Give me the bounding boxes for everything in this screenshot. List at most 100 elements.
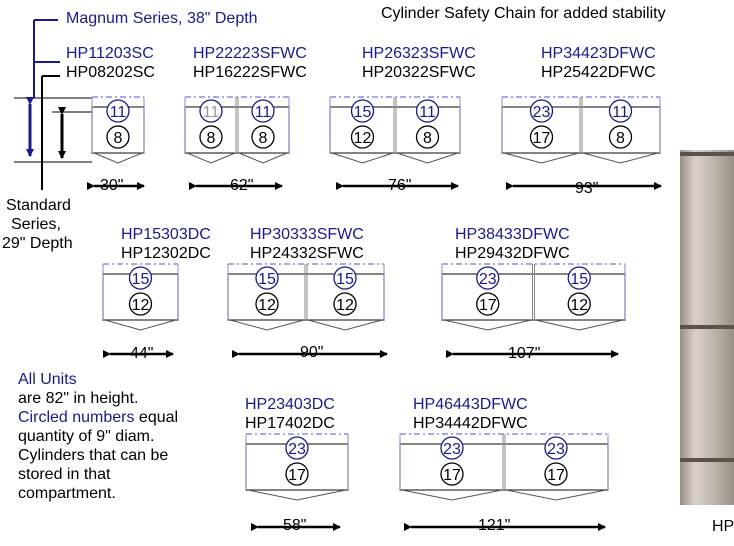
standard-model-label: HP29432DFWC [455,245,570,262]
notes-line-3: quantity of 9" diam. [18,428,155,445]
standard-capacity-value: 8 [259,130,268,147]
magnum-series-label: Magnum Series, 38" Depth [66,10,258,27]
notes-circled: Circled numbers [18,409,135,426]
standard-capacity-value: 8 [207,130,216,147]
standard-capacity-circle [608,125,633,149]
standard-capacity-value: 12 [354,130,372,147]
magnum-capacity-circle [128,266,153,290]
magnum-model-label: HP34423DFWC [541,45,656,62]
magnum-capacity-value: 15 [258,271,276,288]
standard-model-label: HP16222SFWC [193,64,307,81]
standard-capacity-circle [529,125,554,149]
door-swing [229,319,305,331]
notes-equal: equal [134,409,179,426]
standard-capacity-circle [567,292,591,316]
standard-capacity-value: 8 [616,130,625,147]
standard-series-label: Standard Series, 29" Depth [2,196,73,253]
standard-capacity-value: 8 [114,130,123,147]
standard-model-label: HP12302DC [121,245,211,262]
width-label: 93" [575,180,598,197]
magnum-capacity-value: 11 [203,104,220,121]
door-swing [443,319,532,331]
standard-capacity-value: 17 [533,130,551,147]
width-label: 62" [230,177,253,194]
magnum-capacity-value: 15 [132,271,150,288]
magnum-capacity-circle [529,99,554,123]
photo-caption: HP [712,518,734,535]
door-swing [93,152,143,164]
notes-line-6: compartment. [18,485,116,502]
standard-capacity-circle [544,462,568,486]
unit-box [329,106,461,154]
magnum-model-label: HP30333SFWC [250,226,364,243]
standard-capacity-circle [285,462,309,486]
unit-box [227,273,385,321]
standard-capacity-value: 12 [336,297,354,314]
width-label: 76" [388,177,411,194]
standard-capacity-circle [415,125,440,149]
magnum-capacity-circle [476,266,500,290]
door-swing [307,319,383,331]
magnum-model-label: HP22223SFWC [193,45,307,62]
standard-capacity-value: 12 [570,297,588,314]
standard-model-label: HP24332SFWC [250,245,364,262]
notes-line-4: Cylinders that can be [18,447,169,464]
unit-hp26323sfwc: 15 12 11 8 76" [329,96,461,194]
width-label: 107" [508,345,540,362]
magnum-capacity-value: 11 [612,104,629,121]
width-label: 30" [100,177,123,194]
depth-indicator [14,19,92,190]
unit-box [441,273,626,321]
magnum-capacity-circle [440,436,464,460]
door-swing [186,152,236,164]
safety-chain-note: Cylinder Safety Chain for added stabilit… [381,5,666,22]
standard-capacity-circle [128,292,153,316]
width-label: 121" [478,517,510,534]
standard-capacity-value: 12 [258,297,276,314]
door-swing [503,152,580,164]
standard-capacity-value: 12 [132,297,150,314]
standard-capacity-value: 8 [423,130,432,147]
standard-model-label: HP20322SFWC [362,64,476,81]
door-swing [247,489,347,501]
unit-box [501,106,661,154]
magnum-capacity-value: 23 [479,271,497,288]
door-swing [238,152,288,164]
magnum-model-label: HP23403DC [245,396,335,413]
standard-capacity-circle [199,125,223,149]
magnum-model-label: HP26323SFWC [362,45,476,62]
standard-model-label: HP08202SC [66,64,155,81]
magnum-model-label: HP46443DFWC [413,396,528,413]
magnum-capacity-circle [333,266,357,290]
magnum-capacity-value: 23 [288,441,306,458]
unit-hp11203sc: 11 8 30" [87,96,145,194]
magnum-model-label: HP15303DC [121,226,211,243]
magnum-capacity-value: 23 [547,441,565,458]
door-swing [331,152,394,164]
standard-label-line-1: Standard [6,197,71,214]
magnum-capacity-circle [567,266,591,290]
magnum-capacity-value: 11 [419,104,436,121]
standard-label-line-2: Series, [11,216,61,233]
unit-hp38433dfwc: 23 17 15 12 107" [441,263,626,362]
magnum-capacity-value: 15 [570,271,588,288]
door-swing [535,319,624,331]
magnum-capacity-value: 11 [110,104,127,121]
standard-capacity-value: 17 [479,297,497,314]
standard-capacity-circle [255,292,279,316]
standard-model-label: HP17402DC [245,415,335,432]
magnum-model-label: HP11203SC [66,45,154,62]
magnum-capacity-value: 15 [336,271,354,288]
standard-capacity-value: 17 [288,467,306,484]
units-layer: 11830"11811862"151211876"231711893"15124… [87,96,662,534]
door-swing [396,152,459,164]
standard-model-label: HP34442DFWC [413,415,528,432]
magnum-capacity-value: 15 [354,104,372,121]
door-swing [582,152,659,164]
notes-height: are 82" in height. [18,390,139,407]
standard-capacity-value: 17 [547,467,565,484]
standard-capacity-circle [350,125,375,149]
